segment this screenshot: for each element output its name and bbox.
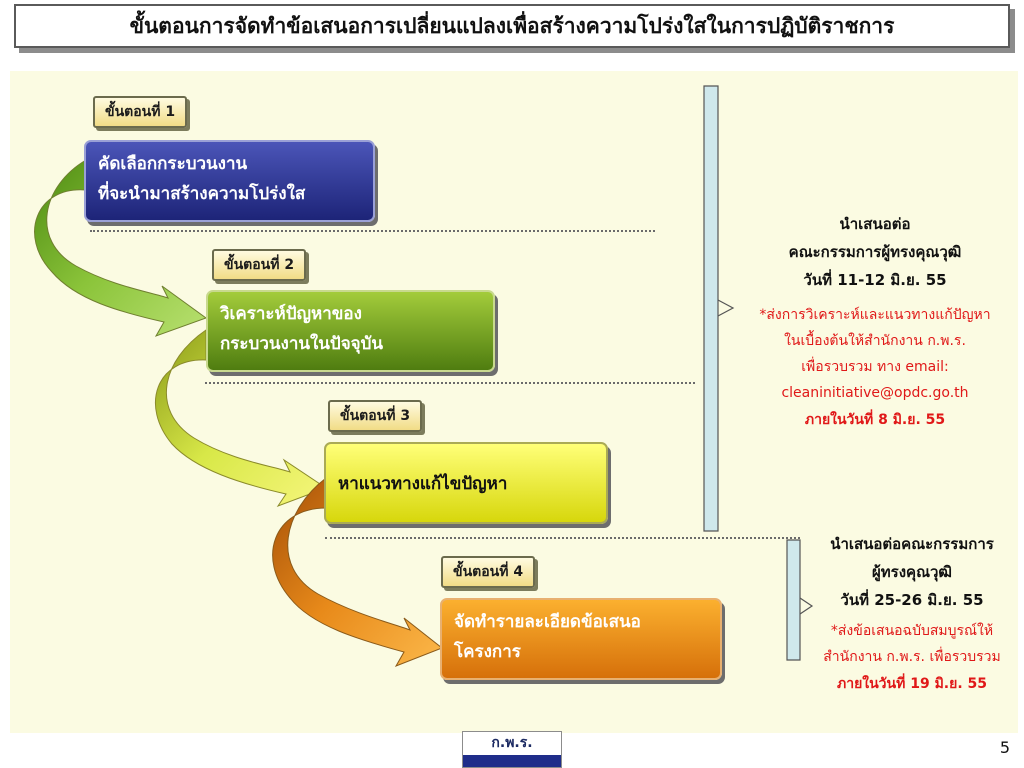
note-1-red5: ภายในวันที่ 8 มิ.ย. 55 — [804, 412, 946, 428]
step-4-line2: โครงการ — [454, 642, 521, 662]
note-2-red1: *ส่งข้อเสนอฉบับสมบูรณ์ให้ — [830, 623, 994, 639]
step-4-line1: จัดทำรายละเอียดข้อเสนอ — [454, 612, 641, 632]
note-2-line3: วันที่ 25-26 มิ.ย. 55 — [840, 591, 984, 609]
page-title: ขั้นตอนการจัดทำข้อเสนอการเปลี่ยนแปลงเพื่… — [14, 4, 1010, 48]
logo-band — [463, 755, 561, 767]
note-1-line1: นำเสนอต่อ — [839, 215, 911, 233]
step-4-box: จัดทำรายละเอียดข้อเสนอ โครงการ — [440, 598, 722, 680]
bracket-2-mark — [799, 597, 814, 615]
step-1-box: คัดเลือกกระบวนงาน ที่จะนำมาสร้างความโปร่… — [84, 140, 375, 222]
step-2-box: วิเคราะห์ปัญหาของ กระบวนงานในปัจจุบัน — [206, 290, 495, 372]
note-2-line2: ผู้ทรงคุณวุฒิ — [872, 563, 952, 581]
note-1-red3: เพื่อรวบรวม ทาง email: — [801, 359, 949, 375]
step-2-line2: กระบวนงานในปัจจุบัน — [220, 334, 384, 354]
note-1-red2: ในเบื้องต้นให้สำนักงาน ก.พ.ร. — [784, 333, 966, 349]
note-2-red2: สำนักงาน ก.พ.ร. เพื่อรวบรวม — [823, 649, 1001, 665]
note-2: นำเสนอต่อคณะกรรมการ ผู้ทรงคุณวุฒิ วันที่… — [806, 530, 1018, 698]
note-1-red4: cleaninitiative@opdc.go.th — [781, 385, 969, 401]
step-1-line1: คัดเลือกกระบวนงาน — [98, 154, 248, 174]
step-2-line1: วิเคราะห์ปัญหาของ — [220, 304, 362, 324]
step-3-box: หาแนวทางแก้ไขปัญหา — [324, 442, 608, 524]
bracket-1 — [703, 85, 719, 532]
divider-3 — [325, 537, 800, 539]
note-1-line3: วันที่ 11-12 มิ.ย. 55 — [803, 271, 947, 289]
step-1-line2: ที่จะนำมาสร้างความโปร่งใส — [98, 184, 306, 204]
step-1-tab: ขั้นตอนที่ 1 — [93, 96, 188, 128]
arrow-step3-to-step4 — [272, 476, 443, 667]
divider-1 — [90, 230, 655, 232]
note-2-red3: ภายในวันที่ 19 มิ.ย. 55 — [836, 676, 987, 692]
step-2-tab: ขั้นตอนที่ 2 — [212, 249, 307, 281]
arrow-step2-to-step3 — [155, 329, 328, 508]
arrow-step1-to-step2 — [34, 159, 208, 337]
step-4-tab: ขั้นตอนที่ 4 — [441, 556, 536, 588]
note-1: นำเสนอต่อ คณะกรรมการผู้ทรงคุณวุฒิ วันที่… — [730, 210, 1020, 434]
page-number: 5 — [999, 738, 1010, 757]
step-3-line1: หาแนวทางแก้ไขปัญหา — [338, 474, 508, 494]
bracket-1-mark — [717, 299, 735, 317]
logo-text: ก.พ.ร. — [491, 735, 533, 751]
step-3-tab: ขั้นตอนที่ 3 — [328, 400, 423, 432]
opdc-logo: ก.พ.ร. — [462, 731, 562, 768]
divider-2 — [205, 382, 695, 384]
bracket-2 — [786, 539, 801, 661]
note-2-line1: นำเสนอต่อคณะกรรมการ — [830, 535, 994, 553]
note-1-red1: *ส่งการวิเคราะห์และแนวทางแก้ปัญหา — [759, 307, 991, 323]
note-1-line2: คณะกรรมการผู้ทรงคุณวุฒิ — [788, 243, 962, 261]
